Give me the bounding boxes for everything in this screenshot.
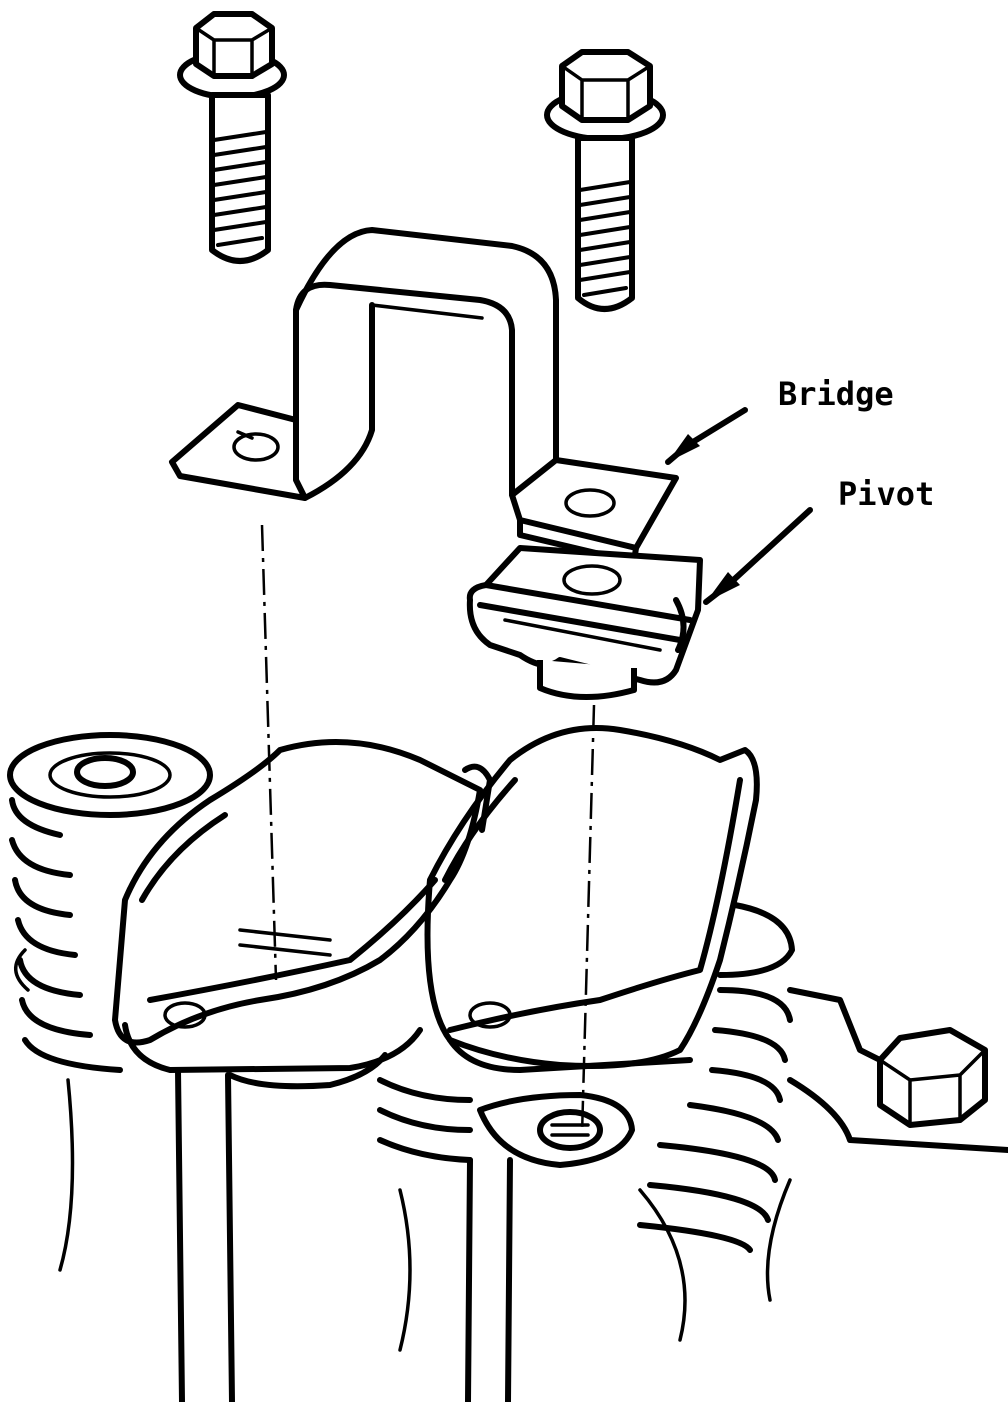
bridge (169, 227, 679, 565)
pivot-label: Pivot (838, 475, 934, 513)
valve-springs-left (7, 732, 213, 1073)
cylinder-head-outline (58, 1078, 792, 1352)
rocker-arm-right (163, 725, 760, 1073)
hex-nut (787, 987, 1008, 1153)
left-bolt-thread (212, 130, 268, 247)
right-bolt-thread (578, 180, 632, 297)
pivot (466, 545, 703, 700)
bridge-label: Bridge (778, 375, 894, 413)
right-bolt (544, 49, 666, 312)
valve-springs-right (377, 902, 795, 1253)
pivot-callout: Pivot (703, 475, 934, 605)
push-rods (175, 1052, 513, 1402)
left-bolt (177, 11, 287, 264)
center-stud-boss (477, 1092, 635, 1168)
bridge-callout: Bridge (665, 375, 894, 465)
rocker-arm-left (112, 739, 493, 1073)
